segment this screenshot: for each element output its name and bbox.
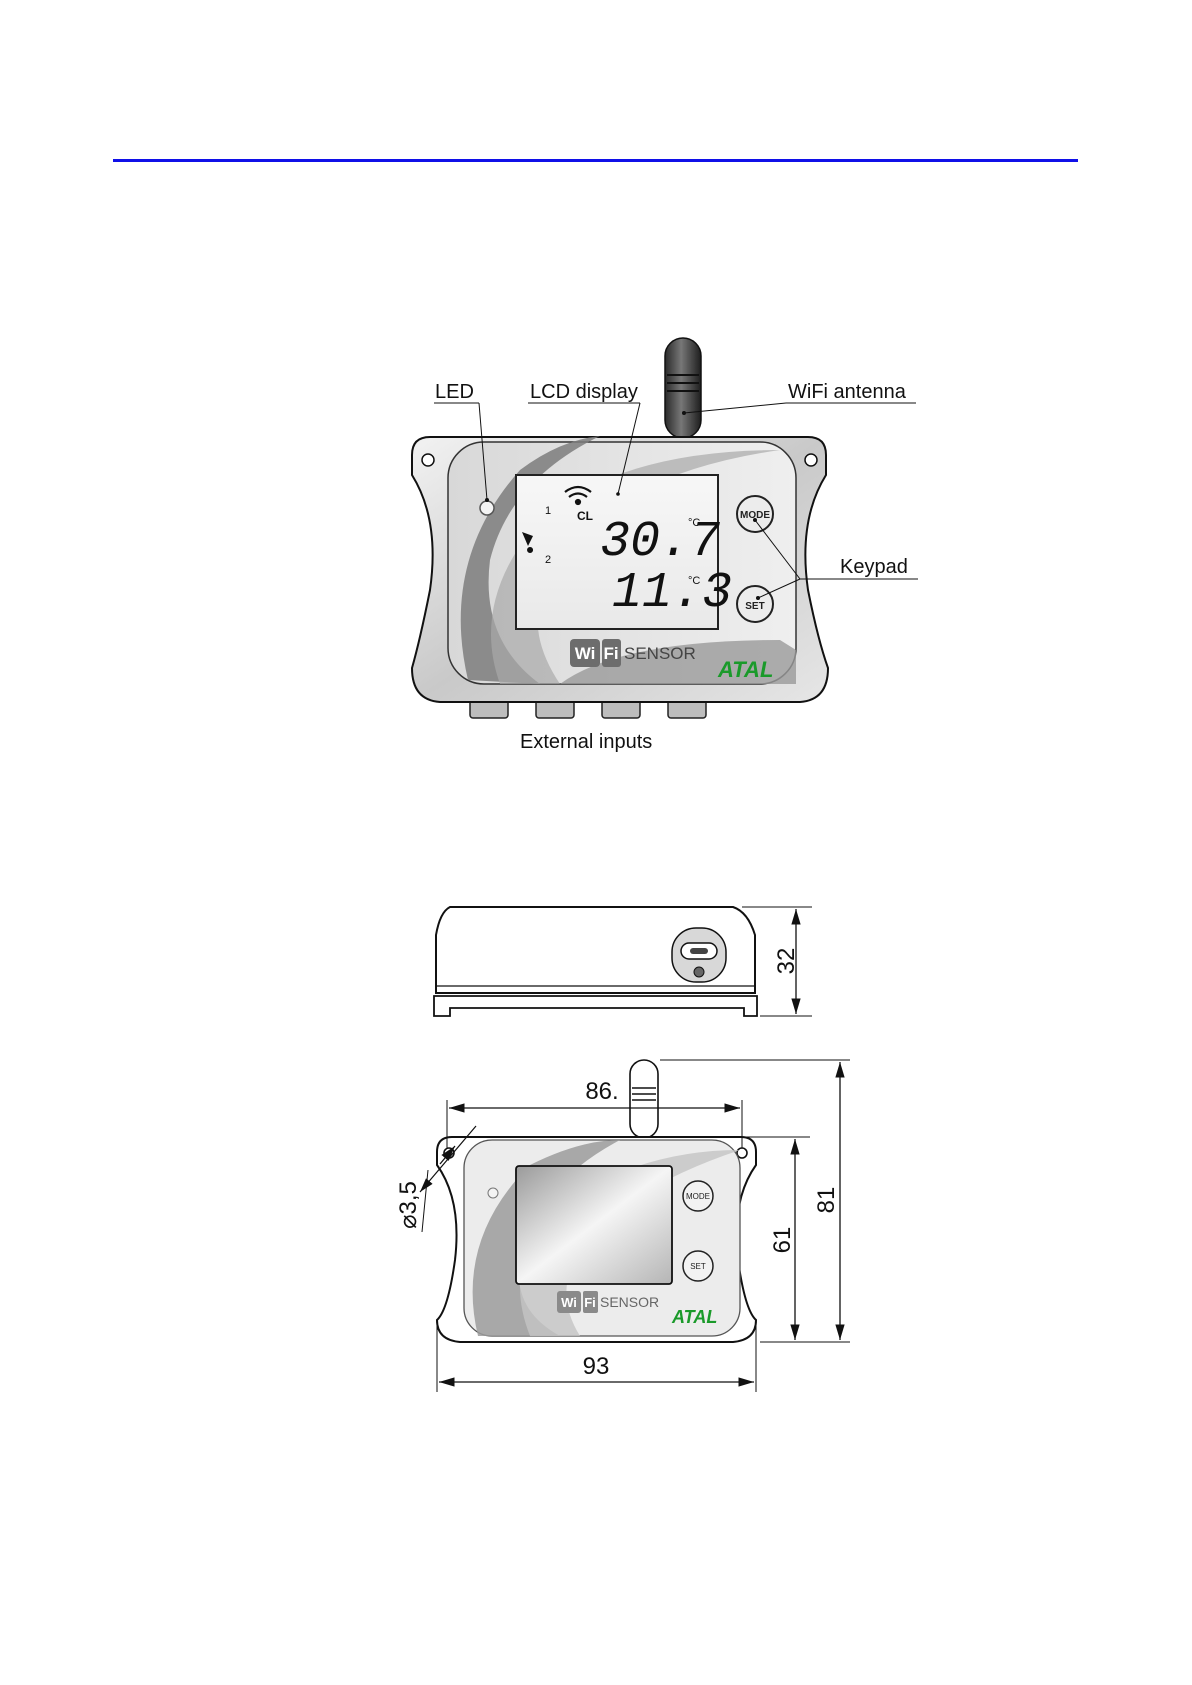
label-led: LED xyxy=(435,381,474,403)
svg-text:SENSOR: SENSOR xyxy=(624,644,696,663)
wifi-sensor-logo: Wi Fi SENSOR xyxy=(570,639,696,667)
mount-hole-icon xyxy=(805,454,817,466)
lcd-unit-2: °C xyxy=(688,575,700,587)
lcd-reading-1: 30.7 xyxy=(600,514,720,571)
svg-text:Fi: Fi xyxy=(603,644,618,663)
svg-text:Wi: Wi xyxy=(561,1295,577,1310)
lcd-cl-label: CL xyxy=(577,509,593,523)
lcd-channel-2: 2 xyxy=(545,554,551,566)
lcd-channel-1: 1 xyxy=(545,505,551,517)
label-keypad: Keypad xyxy=(840,556,908,578)
label-lcd-display: LCD display xyxy=(530,381,638,403)
usb-c-port-icon xyxy=(672,928,726,982)
front-view-dimensioned: MODE SET Wi Fi SENSOR ATAL 86. 93 61 xyxy=(395,1060,850,1392)
set-button[interactable]: SET xyxy=(737,586,773,622)
atal-logo-small: ATAL xyxy=(671,1307,717,1327)
svg-text:SET: SET xyxy=(690,1262,706,1271)
dim-height-total: 81 xyxy=(813,1187,840,1214)
svg-text:SENSOR: SENSOR xyxy=(600,1294,659,1310)
lcd-reading-2: 11.3 xyxy=(612,565,732,622)
svg-text:Fi: Fi xyxy=(584,1295,596,1310)
dim-height-body: 61 xyxy=(769,1227,796,1254)
svg-text:Wi: Wi xyxy=(575,644,596,663)
led-icon xyxy=(480,501,494,515)
label-wifi-antenna: WiFi antenna xyxy=(788,381,907,403)
wifi-antenna xyxy=(665,338,701,438)
set-button-small[interactable]: SET xyxy=(683,1251,713,1281)
dim-hole-diameter: ⌀3,5 xyxy=(395,1181,422,1229)
mode-button-small[interactable]: MODE xyxy=(683,1181,713,1211)
lcd-unit-1: °C xyxy=(688,517,700,529)
dim-height-side: 32 xyxy=(773,948,800,975)
dim-width-mount: 86. xyxy=(585,1078,618,1105)
mount-hole-icon xyxy=(422,454,434,466)
atal-logo: ATAL xyxy=(717,657,773,682)
front-view: CL 1 2 30.7 °C 11.3 °C MODE SET Wi Fi SE… xyxy=(412,338,918,753)
svg-text:SET: SET xyxy=(745,601,764,612)
mode-button[interactable]: MODE xyxy=(737,496,773,532)
dim-width-total: 93 xyxy=(583,1353,610,1380)
label-external-inputs: External inputs xyxy=(520,731,652,753)
wifi-sensor-logo-small: Wi Fi SENSOR xyxy=(557,1291,659,1313)
svg-text:MODE: MODE xyxy=(686,1192,710,1201)
side-view: 32 xyxy=(434,907,812,1016)
